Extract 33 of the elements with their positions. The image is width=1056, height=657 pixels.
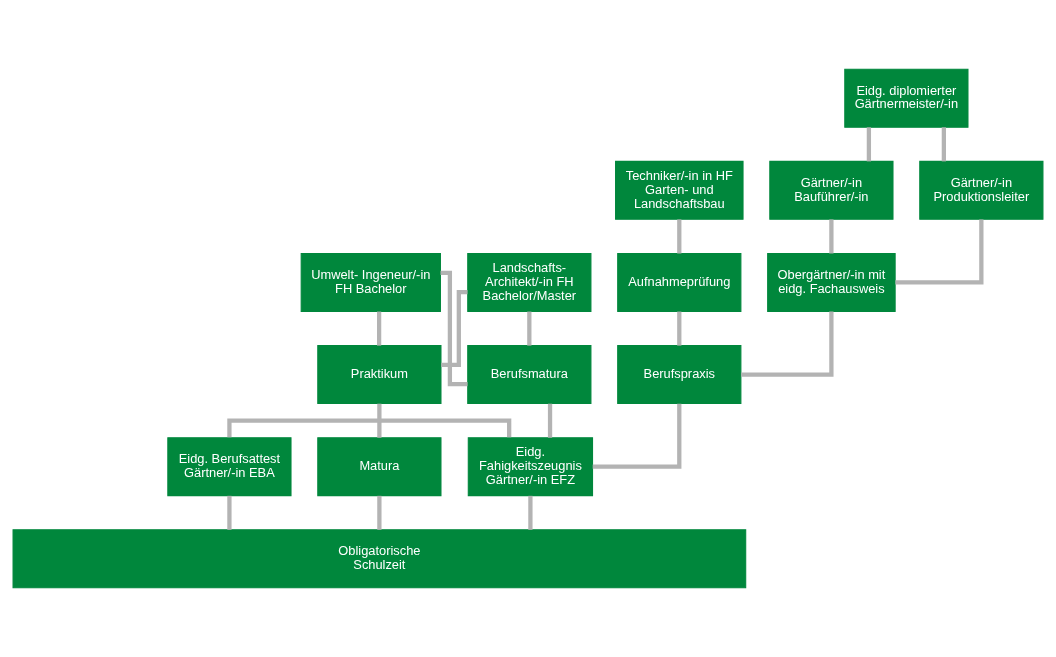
node-box: Obergärtner/-in mit eidg. Fachausweis bbox=[767, 253, 896, 312]
connector bbox=[741, 311, 834, 377]
connector bbox=[677, 311, 682, 346]
connector bbox=[527, 311, 532, 346]
connector bbox=[377, 495, 382, 530]
node-box: Berufspraxis bbox=[617, 345, 742, 404]
connector bbox=[866, 127, 872, 162]
connector bbox=[528, 495, 533, 530]
connector bbox=[677, 219, 682, 254]
node-box: Eidg. Fahigkeitszeugnis Gärtner/-in EFZ bbox=[467, 437, 594, 497]
connector bbox=[227, 418, 512, 438]
node-box: Landschafts- Architekt/-in FH Bachelor/Master bbox=[467, 253, 592, 312]
connector bbox=[547, 403, 553, 438]
connector bbox=[441, 289, 468, 368]
connector bbox=[592, 403, 682, 469]
connector bbox=[227, 495, 232, 530]
node-box: Eidg. diplomierter Gärtnermeister/-in bbox=[844, 68, 969, 128]
connector bbox=[829, 219, 834, 254]
node-box: Praktikum bbox=[317, 345, 442, 404]
node-box: Eidg. Berufsattest Gärtner/-in EBA bbox=[167, 437, 292, 497]
node-box: Techniker/-in in HF Garten- und Landschaftsbau bbox=[615, 160, 744, 220]
connector bbox=[377, 403, 382, 438]
node-box: Obligatorische Schulzeit bbox=[12, 529, 747, 589]
node-box: Berufsmatura bbox=[467, 345, 592, 404]
connector bbox=[941, 127, 946, 162]
connector bbox=[895, 219, 984, 285]
node-box: Matura bbox=[317, 437, 442, 497]
connector bbox=[376, 311, 382, 346]
connector bbox=[440, 270, 468, 387]
node-box: Aufnahmeprüfung bbox=[617, 253, 742, 312]
node-box: Gärtner/-in Produktionsleiter bbox=[919, 160, 1044, 220]
node-box: Umwelt- Ingeneur/-in FH Bachelor bbox=[300, 253, 441, 312]
node-box: Gärtner/-in Bauführer/-in bbox=[769, 160, 894, 220]
